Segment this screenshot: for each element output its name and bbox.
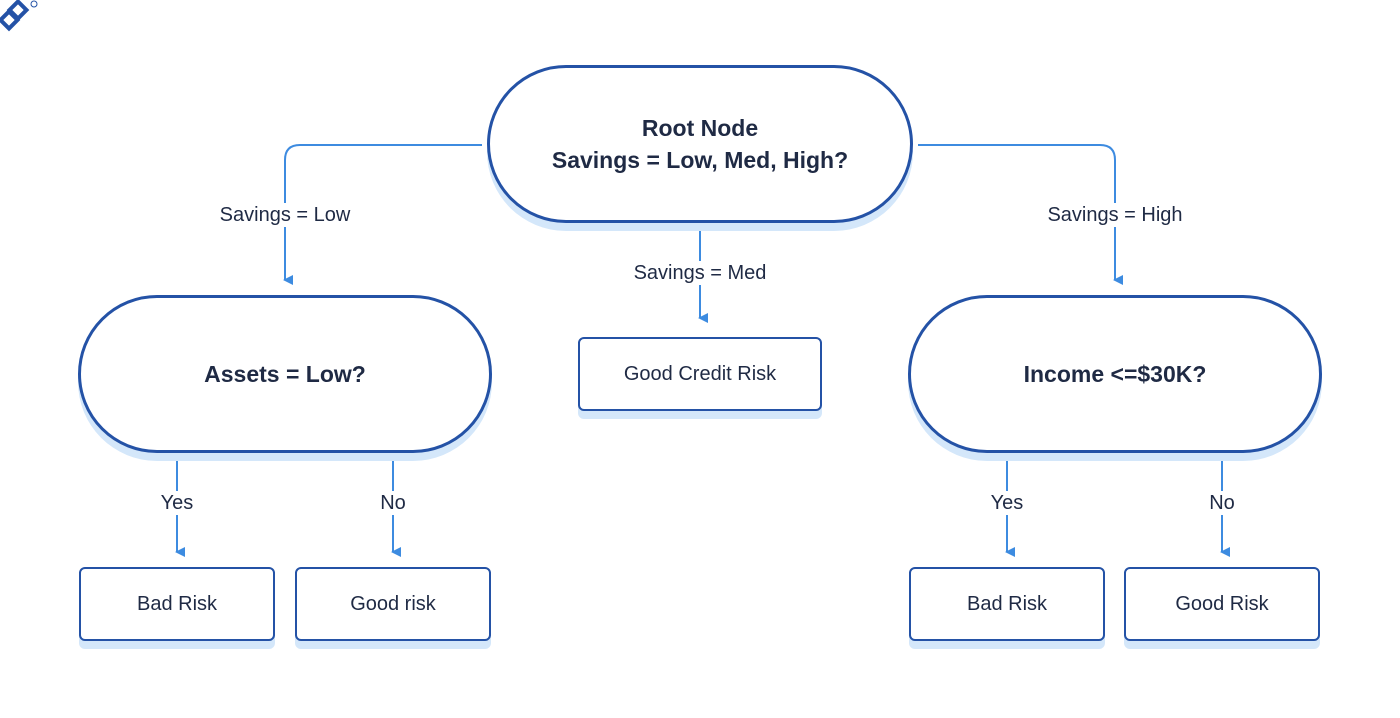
leaf-left-bad-risk: Bad Risk — [79, 567, 275, 641]
leaf-right-bad-risk-label: Bad Risk — [966, 592, 1048, 615]
leaf-left-good-risk-label: Good risk — [350, 592, 436, 615]
edge-label-savings-high: Savings = High — [1043, 203, 1187, 227]
edge-label-savings-med: Savings = Med — [629, 261, 771, 285]
edge-label-right-no: No — [1205, 491, 1239, 515]
income-node: Income <=$30K? — [908, 295, 1322, 453]
leaf-right-good-risk: Good Risk — [1124, 567, 1320, 641]
edge-label-left-no: No — [376, 491, 410, 515]
leaf-right-bad-risk: Bad Risk — [909, 567, 1105, 641]
leaf-right-good-risk-label: Good Risk — [1175, 592, 1269, 615]
edge-root-high — [918, 144, 1123, 285]
leaf-good-credit-risk-label: Good Credit Risk — [623, 362, 777, 385]
leaf-left-bad-risk-label: Bad Risk — [136, 592, 218, 615]
logo-icon — [0, 0, 38, 32]
leaf-left-good-risk: Good risk — [295, 567, 491, 641]
edge-root-low — [283, 144, 482, 285]
assets-node: Assets = Low? — [78, 295, 492, 453]
edge-label-right-yes: Yes — [986, 491, 1028, 515]
root-node-question: Savings = Low, Med, High? — [551, 147, 849, 173]
leaf-good-credit-risk: Good Credit Risk — [578, 337, 822, 411]
income-node-question: Income <=$30K? — [1023, 361, 1207, 387]
edge-label-savings-low: Savings = Low — [215, 203, 355, 227]
edge-label-left-yes: Yes — [156, 491, 198, 515]
root-node: Root Node Savings = Low, Med, High? — [487, 65, 913, 223]
assets-node-question: Assets = Low? — [204, 361, 366, 387]
root-node-title: Root Node — [641, 115, 759, 141]
